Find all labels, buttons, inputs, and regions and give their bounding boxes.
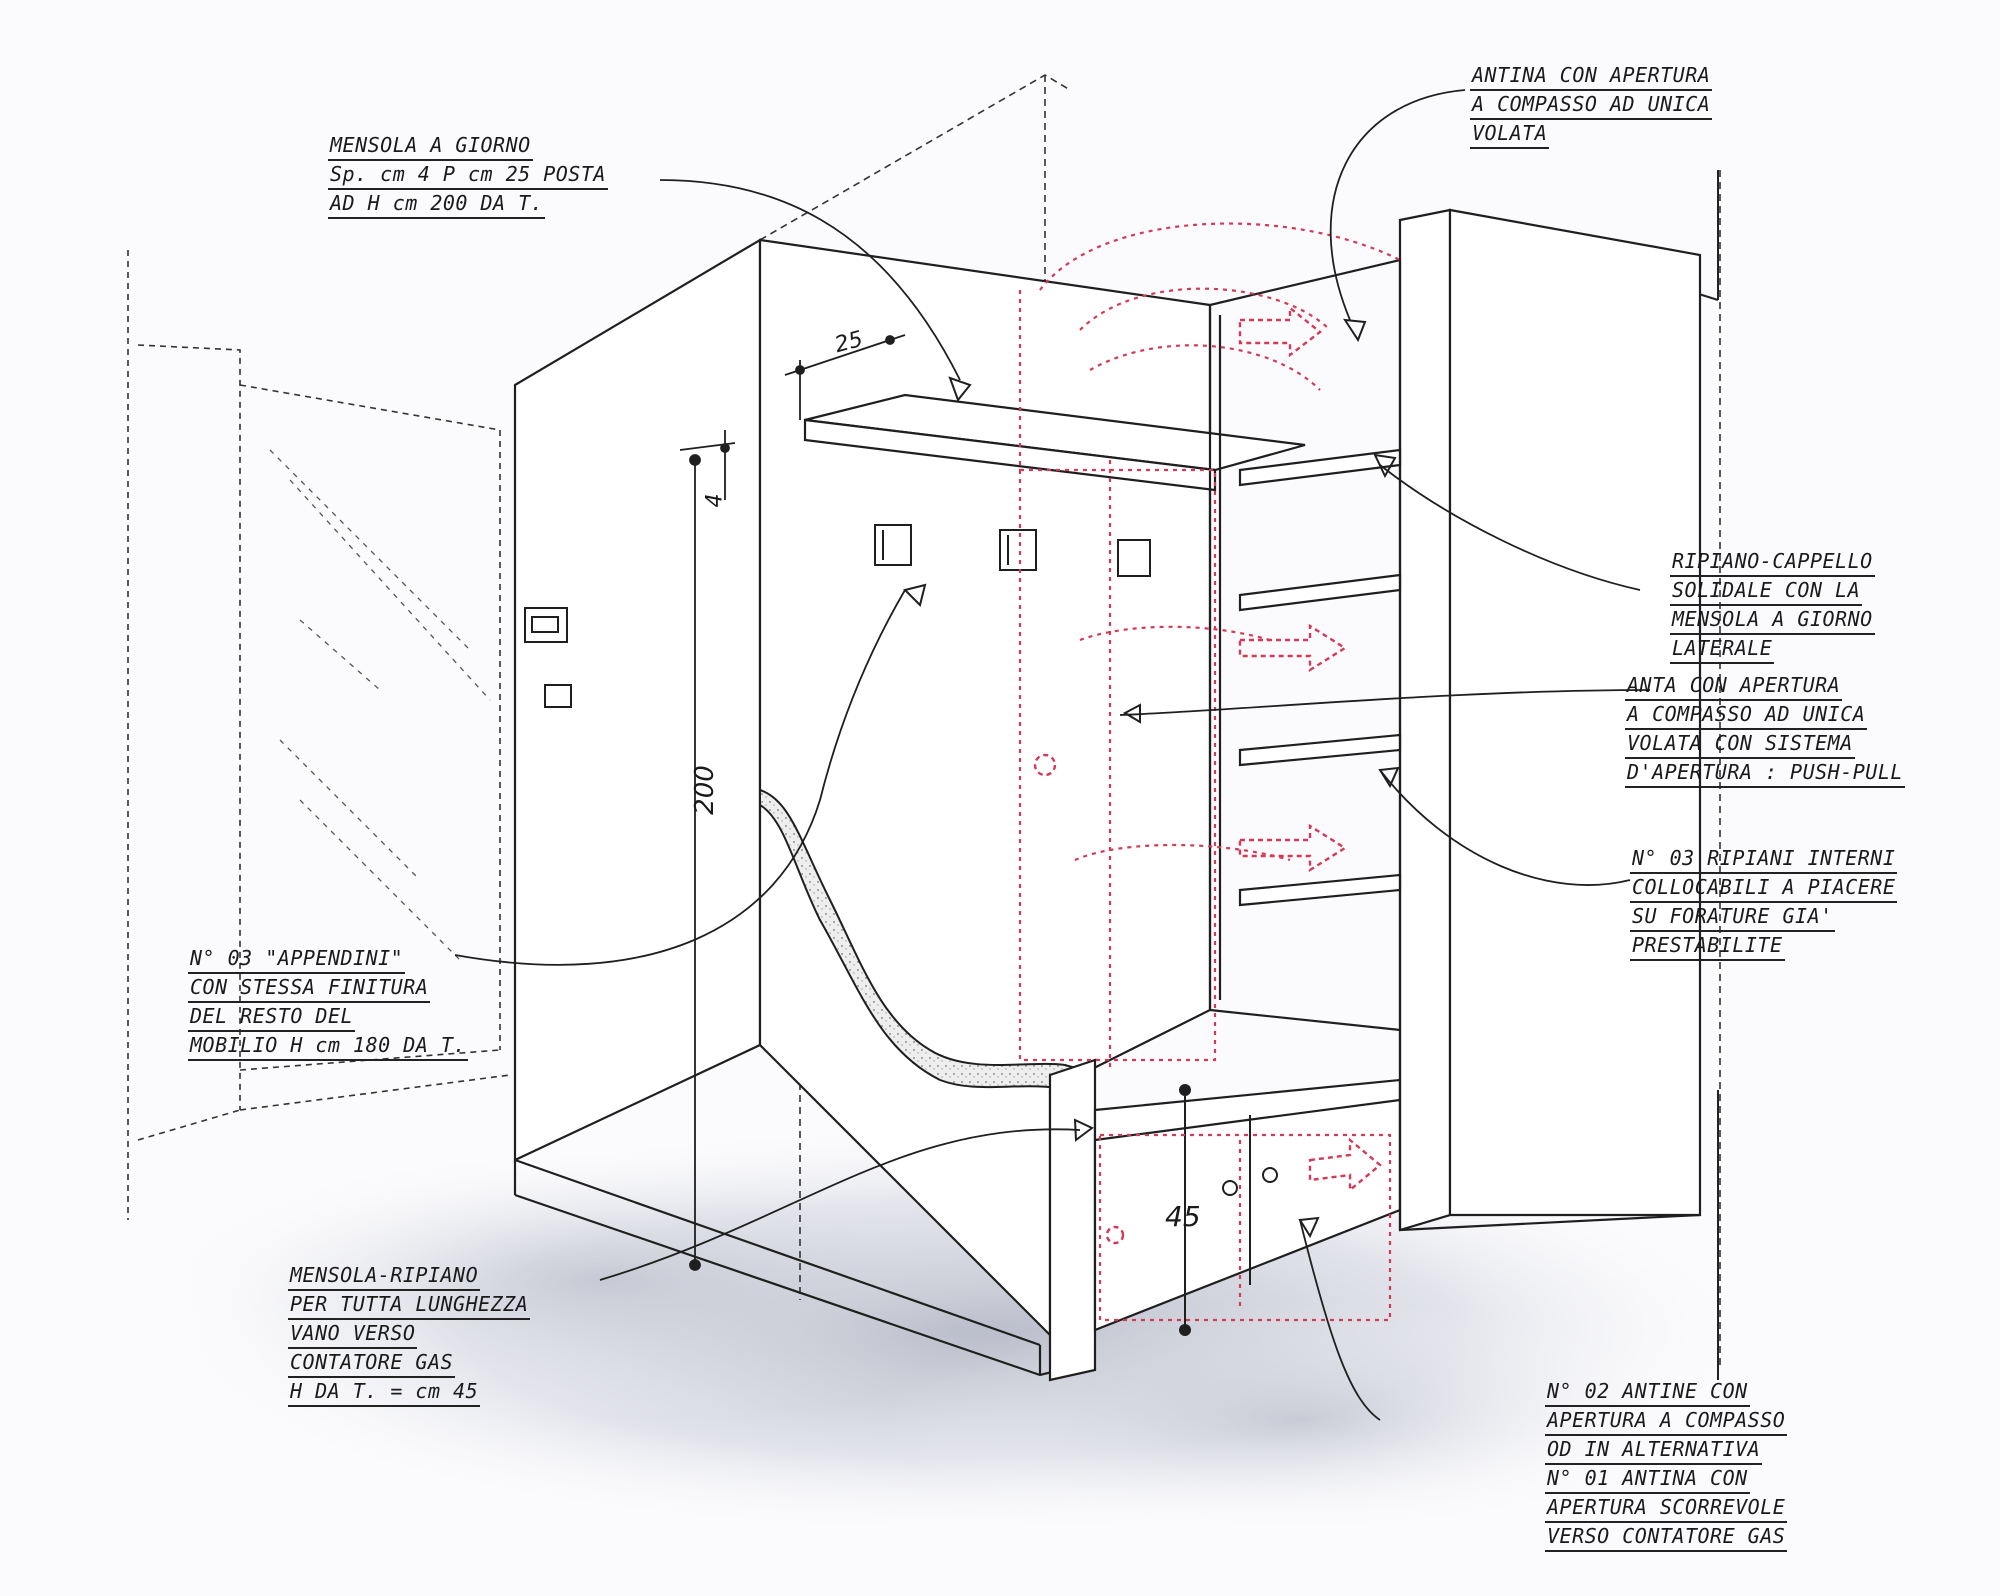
dim-bench-height: 45 <box>1165 1200 1201 1233</box>
doorway <box>127 250 511 1220</box>
note-antine-bottom: N° 02 ANTINE CON APERTURA A COMPASSO OD … <box>1545 1378 1788 1552</box>
note-line: N° 02 ANTINE CON <box>1545 1378 1750 1407</box>
note-appendini: N° 03 "APPENDINI" CON STESSA FINITURA DE… <box>188 945 468 1061</box>
glass-reflection <box>269 449 491 961</box>
note-line: OD IN ALTERNATIVA <box>1545 1436 1763 1465</box>
shelves <box>1208 258 1402 1230</box>
note-ripiano-cappello: RIPIANO-CAPPELLO SOLIDALE CON LA MENSOLA… <box>1670 548 1875 664</box>
red-door-swings <box>1018 222 1401 1322</box>
right-tall-cabinet <box>1398 208 1702 1232</box>
note-line: ANTA CON APERTURA <box>1625 672 1843 701</box>
note-line: CONTATORE GAS <box>288 1349 456 1378</box>
note-line: MOBILIO H cm 180 DA T. <box>188 1032 468 1061</box>
note-line: LATERALE <box>1670 635 1775 664</box>
note-line: DEL RESTO DEL <box>188 1003 356 1032</box>
red-arrows <box>1033 305 1382 1245</box>
note-line: VERSO CONTATORE GAS <box>1545 1523 1788 1552</box>
arrowheads <box>903 318 1400 1239</box>
note-line: PER TUTTA LUNGHEZZA <box>288 1291 531 1320</box>
note-line: N° 01 ANTINA CON <box>1545 1465 1750 1494</box>
note-ripiani-interni: N° 03 RIPIANI INTERNI COLLOCABILI A PIAC… <box>1630 845 1898 961</box>
note-line: APERTURA A COMPASSO <box>1545 1407 1788 1436</box>
note-line: AD H cm 200 DA T. <box>328 190 546 219</box>
coat-hooks <box>874 524 1151 577</box>
note-line: MENSOLA A GIORNO <box>328 132 533 161</box>
note-line: APERTURA SCORREVOLE <box>1545 1494 1788 1523</box>
note-line: MENSOLA A GIORNO <box>1670 606 1875 635</box>
note-line: SOLIDALE CON LA <box>1670 577 1863 606</box>
note-line: PRESTABILITE <box>1630 932 1785 961</box>
floor-shadow <box>120 1120 1780 1540</box>
note-line: N° 03 "APPENDINI" <box>188 945 406 974</box>
dim-thickness: 4 <box>702 493 728 508</box>
note-line: A COMPASSO AD UNICA <box>1470 91 1713 120</box>
note-antina-top: ANTINA CON APERTURA A COMPASSO AD UNICA … <box>1470 62 1713 149</box>
cabinet-left-block <box>513 238 1212 1338</box>
note-mensola-giorno: MENSOLA A GIORNO Sp. cm 4 P cm 25 POSTA … <box>328 132 608 219</box>
wall-switches <box>524 607 572 708</box>
top-shelf <box>803 393 1306 492</box>
bench-block <box>1048 1058 1402 1382</box>
note-line: SU FORATURE GIA' <box>1630 903 1835 932</box>
bench-doors <box>1179 1084 1278 1336</box>
note-line: Sp. cm 4 P cm 25 POSTA <box>328 161 608 190</box>
note-line: VOLATA <box>1470 120 1550 149</box>
note-line: RIPIANO-CAPPELLO <box>1670 548 1875 577</box>
note-mensola-ripiano: MENSOLA-RIPIANO PER TUTTA LUNGHEZZA VANO… <box>288 1262 531 1407</box>
note-line: H DA T. = cm 45 <box>288 1378 481 1407</box>
note-line: VOLATA CON SISTEMA <box>1625 730 1855 759</box>
note-line: CON STESSA FINITURA <box>188 974 431 1003</box>
dim-height: 200 <box>689 765 720 815</box>
note-line: D'APERTURA : PUSH-PULL <box>1625 759 1905 788</box>
note-line: MENSOLA-RIPIANO <box>288 1262 481 1291</box>
note-anta: ANTA CON APERTURA A COMPASSO AD UNICA VO… <box>1625 672 1905 788</box>
note-line: VANO VERSO <box>288 1320 418 1349</box>
dimension-lines <box>679 334 906 1271</box>
note-line: A COMPASSO AD UNICA <box>1625 701 1868 730</box>
note-line: ANTINA CON APERTURA <box>1470 62 1713 91</box>
note-line: N° 03 RIPIANI INTERNI <box>1630 845 1898 874</box>
leader-lines <box>454 89 1651 1421</box>
note-line: COLLOCABILI A PIACERE <box>1630 874 1898 903</box>
